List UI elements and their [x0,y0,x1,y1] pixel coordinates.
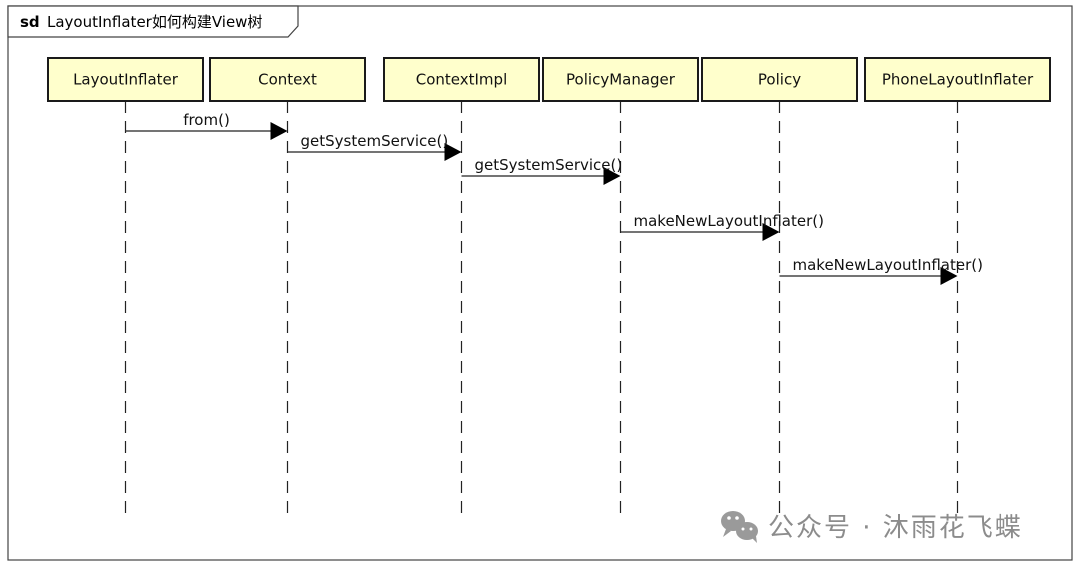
participant-label: LayoutInflater [73,71,179,89]
participant-box [542,57,699,102]
message-label: from() [183,111,230,129]
participant-label: Context [258,71,317,89]
frame-title: LayoutInflater如何构建View树 [47,13,262,31]
participant-box [209,57,366,102]
participant-context: Context [209,57,366,102]
participant-label: PhoneLayoutInflater [882,71,1034,89]
participant-label: PolicyManager [566,71,676,89]
message-label: makeNewLayoutInflater() [793,256,983,274]
message-label: getSystemService() [301,132,449,150]
lifelines [124,101,959,520]
participant-box [47,57,204,102]
participant-label: ContextImpl [416,71,508,89]
message: makeNewLayoutInflater() [779,256,983,285]
frame-title-tab [7,5,299,38]
arrowhead [762,223,780,241]
arrowhead [940,267,958,285]
participant-policy-manager: PolicyManager [542,57,699,102]
participant-box [864,57,1051,102]
participant-phone-layout-inflater: PhoneLayoutInflater [864,57,1051,102]
messages: from() getSystemService() getSystemService… [125,111,983,285]
message: getSystemService() [461,156,623,185]
message-label: makeNewLayoutInflater() [634,212,824,230]
message: from() [125,111,288,140]
participant-box [701,57,858,102]
frame-keyword: sd [20,13,40,31]
participant-label: Policy [758,71,801,89]
participant-box [383,57,540,102]
arrowhead [270,122,288,140]
participants: LayoutInflater Context ContextImpl PolicyMa… [47,57,1051,102]
participant-layout-inflater: LayoutInflater [47,57,204,102]
message-label: getSystemService() [475,156,623,174]
participant-policy: Policy [701,57,858,102]
watermark-text: 公众号 · 沐雨花飞蝶 [768,513,1023,543]
participant-context-impl: ContextImpl [383,57,540,102]
wechat-icon [721,511,758,543]
arrowhead [603,167,621,185]
arrowhead [444,143,462,161]
message: makeNewLayoutInflater() [620,212,824,241]
message: getSystemService() [287,132,462,161]
watermark: 公众号 · 沐雨花飞蝶 [721,511,1023,543]
